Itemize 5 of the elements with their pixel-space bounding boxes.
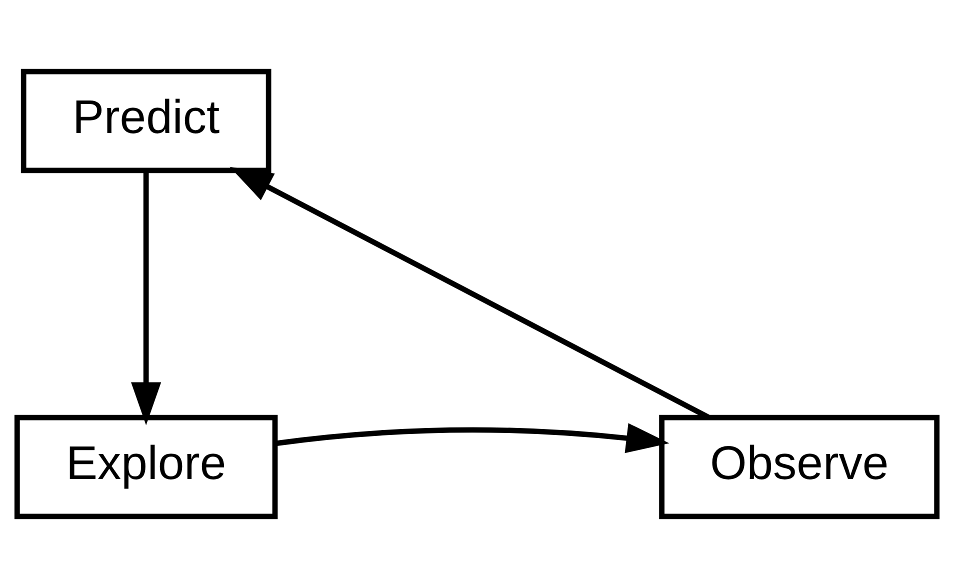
node-box: Explore [14, 414, 278, 519]
arrow [131, 170, 162, 425]
node-box: Predict [20, 68, 272, 173]
node-box: Observe [659, 414, 940, 519]
arrow [275, 422, 670, 453]
